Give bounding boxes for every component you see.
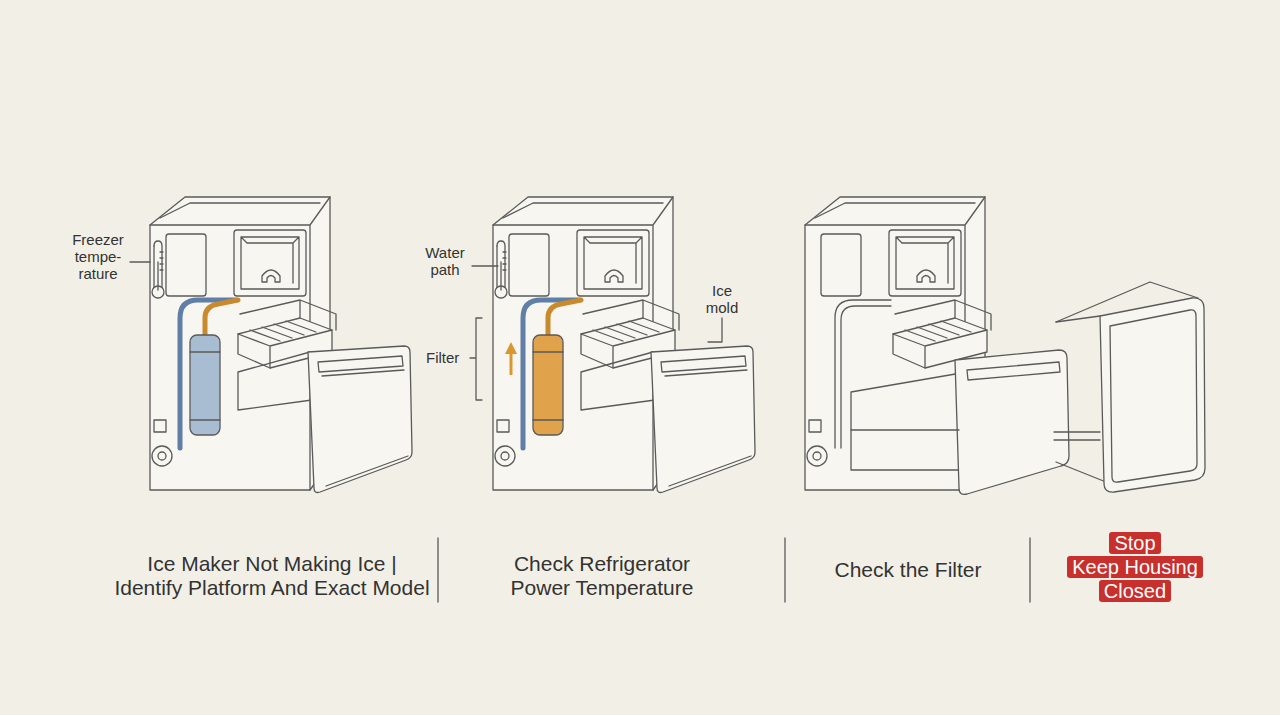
part-label: Freezer tempe- rature xyxy=(68,231,128,282)
drawer-handle xyxy=(967,362,1060,380)
text-line: Stop xyxy=(1058,531,1212,555)
thermometer xyxy=(152,241,164,298)
housing-panel xyxy=(1110,310,1197,482)
refrigerator xyxy=(150,197,336,490)
leader-line xyxy=(708,318,722,342)
warning-text: Keep Housing Closed xyxy=(1067,556,1203,602)
panel-four xyxy=(1054,282,1205,492)
panel-three xyxy=(805,197,1069,494)
supply-pipe xyxy=(548,300,581,335)
part-label: Ice mold xyxy=(700,282,744,316)
refrigerator xyxy=(493,197,679,490)
step-caption: Check the Filter xyxy=(808,558,1008,582)
thermometer xyxy=(495,241,507,298)
ice-drawer xyxy=(581,346,755,493)
drawer-bin xyxy=(851,372,967,470)
flow-arrow xyxy=(510,352,513,375)
panel-one xyxy=(150,197,412,493)
filter-bands xyxy=(190,352,220,420)
step-caption: Identify Platform And Exact Model xyxy=(92,576,452,600)
bracket xyxy=(470,318,482,400)
supply-pipe xyxy=(205,300,238,335)
part-label: Filter xyxy=(426,349,472,366)
step-caption: Ice Maker Not Making Ice | xyxy=(92,552,452,576)
warning-heading: Stop xyxy=(1109,532,1160,554)
flow-arrow-head xyxy=(505,342,517,354)
step-caption: Check Refrigerator Power Temperature xyxy=(502,552,702,600)
drawer-rail xyxy=(851,429,959,430)
warning-badge: StopKeep Housing Closed xyxy=(1058,531,1212,603)
panel-two xyxy=(493,197,755,493)
water-pipe xyxy=(523,300,579,448)
separator-line xyxy=(438,538,1030,602)
part-label: Water path xyxy=(420,244,470,278)
water-filter xyxy=(190,335,220,435)
water-filter xyxy=(533,335,563,435)
leader-line xyxy=(130,261,150,262)
housing-edge xyxy=(1056,316,1100,322)
housing-door xyxy=(1100,298,1205,492)
drawer-front xyxy=(955,350,1069,494)
text-line: Keep Housing Closed xyxy=(1065,555,1205,603)
water-pipe xyxy=(180,300,236,448)
ice-drawer xyxy=(238,346,412,493)
filter-bands xyxy=(533,352,563,420)
leader-line xyxy=(472,265,498,266)
